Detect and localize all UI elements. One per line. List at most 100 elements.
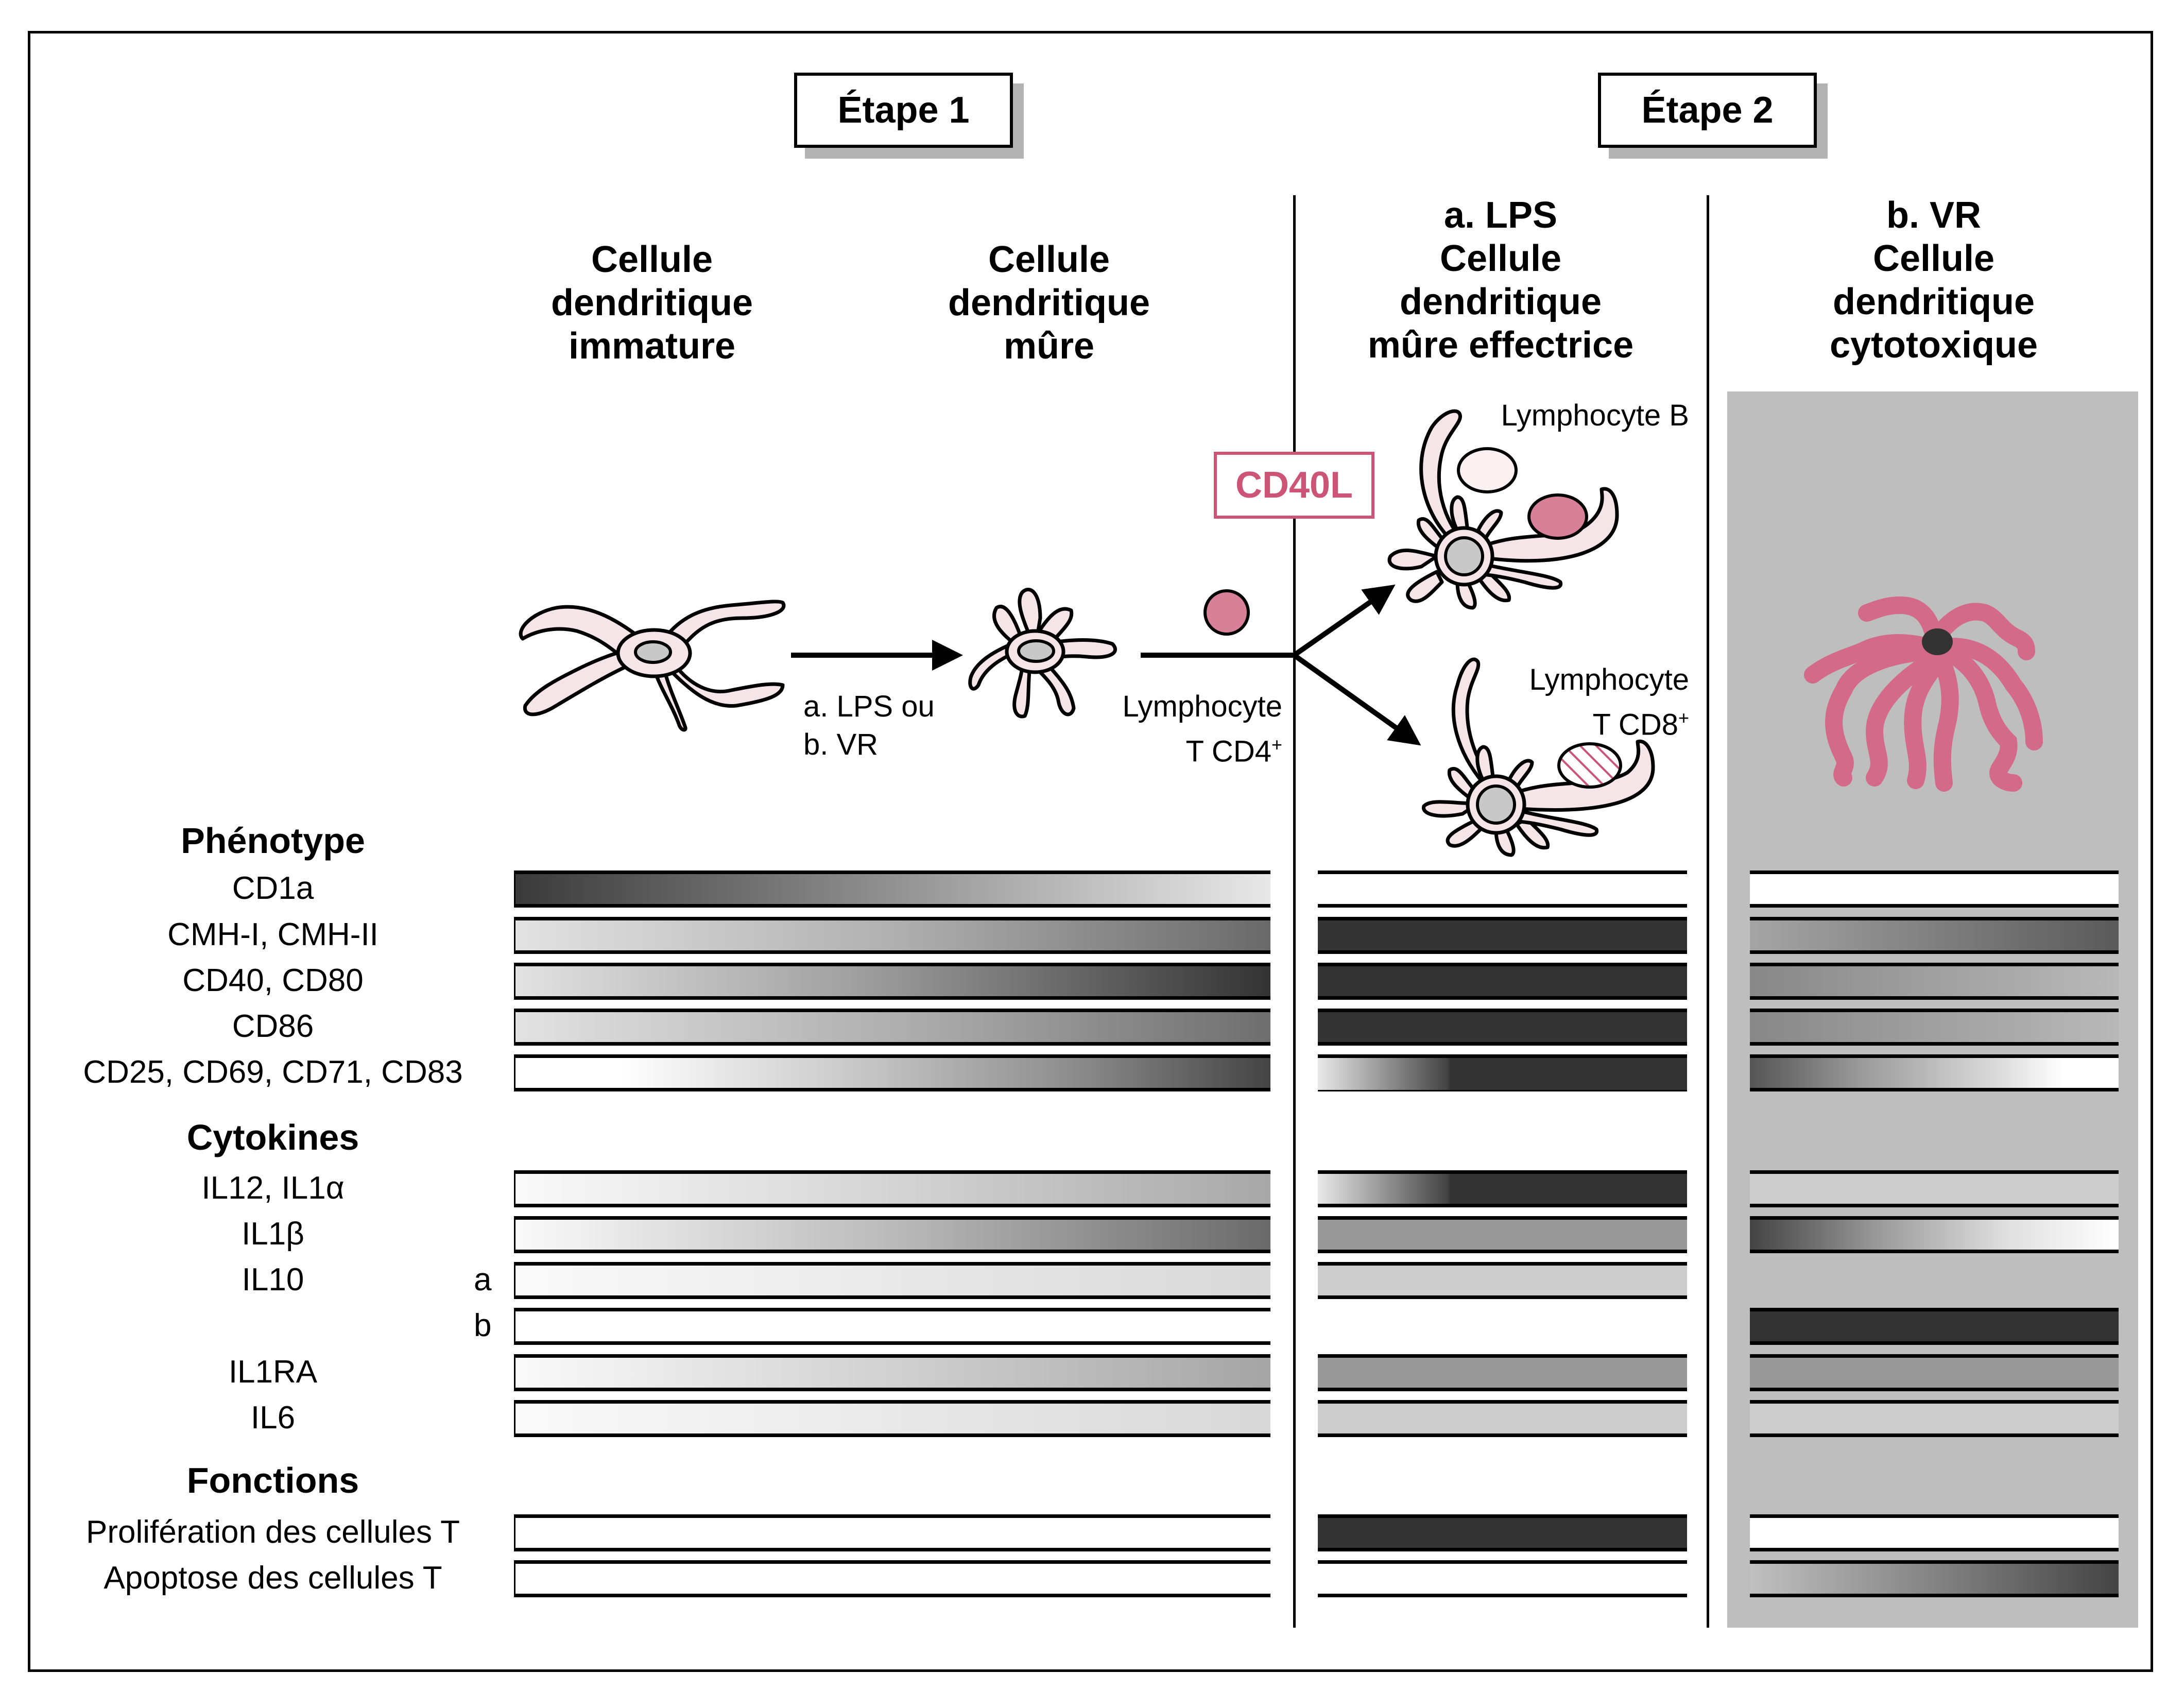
row-label-proliferation: Prolifération des cellules T <box>86 1514 460 1550</box>
title-line: Cellule <box>988 239 1110 280</box>
bar-apoptose-vr <box>1750 1560 2119 1597</box>
title-line: Cellule <box>1439 238 1562 279</box>
immature-dendritic-cell-icon <box>519 600 786 732</box>
bar-cd25-lps <box>1318 1054 1687 1091</box>
bar-il1b-stage1 <box>514 1216 1270 1253</box>
row-label-apoptose: Apoptose des cellules T <box>104 1560 442 1596</box>
section-title-cytokines: Cytokines <box>186 1117 359 1157</box>
cd40l-label: CD40L <box>1235 465 1353 506</box>
cd8-label-line2: T CD8 <box>1592 708 1678 742</box>
cd40l-box: CD40L <box>1214 452 1374 519</box>
cd4-superscript: + <box>1271 734 1282 755</box>
stage-2-box: Étape 2 <box>1598 73 1817 148</box>
lymphocyte-b-activated-icon <box>1527 493 1588 540</box>
section-title-fonctions: Fonctions <box>186 1460 359 1500</box>
column-title-immature: Cellule dendritique immature <box>446 238 858 368</box>
arrow-to-cd8-icon <box>1293 653 1421 746</box>
bar-proliferation-vr <box>1750 1514 2119 1551</box>
lymphocyte-b-label: Lymphocyte B <box>1501 399 1689 432</box>
row-label-il1b: IL1β <box>242 1216 304 1252</box>
bar-cmh-stage1 <box>514 917 1270 954</box>
bar-il1b-vr <box>1750 1216 2119 1253</box>
bar-proliferation-stage1 <box>514 1514 1270 1551</box>
stimulus-lps: a. LPS ou <box>803 690 935 723</box>
row-label-il10: IL10 <box>242 1262 304 1298</box>
figure-frame <box>28 31 2153 1672</box>
title-line: a. LPS <box>1443 195 1558 236</box>
row-label-il6: IL6 <box>250 1400 296 1436</box>
row-sublabel-il10-a: a <box>474 1262 492 1298</box>
section-title-phenotype: Phénotype <box>181 821 365 861</box>
bar-il1b-lps <box>1318 1216 1687 1253</box>
cd8-lymphocyte-icon <box>1557 742 1622 789</box>
cd4-lymphocyte-icon <box>1203 589 1250 636</box>
bar-cd25-vr <box>1750 1054 2119 1091</box>
bar-proliferation-lps <box>1318 1514 1687 1551</box>
bar-il6-lps <box>1318 1400 1687 1437</box>
title-line: Cellule <box>1872 238 1995 279</box>
bar-il12-lps <box>1318 1170 1687 1207</box>
bar-il12-vr <box>1750 1170 2119 1207</box>
arrow-to-lps-icon <box>1293 584 1396 658</box>
bar-il10a-stage1 <box>514 1262 1270 1299</box>
bar-il1ra-vr <box>1750 1354 2119 1391</box>
row-label-il12-il1a: IL12, IL1α <box>201 1170 345 1206</box>
bar-cd40-lps <box>1318 963 1687 1000</box>
title-line: mûre <box>1003 326 1095 367</box>
bar-il10a-lps <box>1318 1262 1687 1299</box>
bar-apoptose-lps <box>1318 1560 1687 1597</box>
divider-lps-vr <box>1707 195 1709 1628</box>
cd8-label: Lymphocyte T CD8+ <box>1483 661 1689 744</box>
bar-il10b-stage1 <box>514 1308 1270 1345</box>
bar-cd1a-lps <box>1318 870 1687 908</box>
cd4-label: Lymphocyte T CD4+ <box>1107 688 1282 771</box>
effector-dendritic-cell-icon <box>1387 409 1619 610</box>
title-line: dendritique <box>551 282 753 323</box>
title-line: Cellule <box>591 239 713 280</box>
column-title-mature: Cellule dendritique mûre <box>843 238 1255 368</box>
lymphocyte-b-resting-icon <box>1457 447 1518 493</box>
title-line: dendritique <box>1833 281 2035 322</box>
row-label-cd40-cd80: CD40, CD80 <box>182 963 364 998</box>
cd4-label-line1: Lymphocyte <box>1122 690 1282 723</box>
stage-1-box: Étape 1 <box>794 73 1013 148</box>
bar-cd40-vr <box>1750 963 2119 1000</box>
bar-cd86-lps <box>1318 1009 1687 1046</box>
title-line: b. VR <box>1886 195 1981 236</box>
bar-il1ra-lps <box>1318 1354 1687 1391</box>
title-line: cytotoxique <box>1829 325 2038 366</box>
bar-apoptose-stage1 <box>514 1560 1270 1597</box>
row-label-cd25-cd83: CD25, CD69, CD71, CD83 <box>83 1054 463 1090</box>
title-line: immature <box>568 326 736 367</box>
cd8-label-line1: Lymphocyte <box>1529 663 1689 696</box>
bar-cd1a-stage1 <box>514 870 1270 908</box>
column-title-vr: b. VR Cellule dendritique cytotoxique <box>1728 194 2140 367</box>
bar-cd86-stage1 <box>514 1009 1270 1046</box>
bar-il6-vr <box>1750 1400 2119 1437</box>
bar-cd86-vr <box>1750 1009 2119 1046</box>
stage-2-label: Étape 2 <box>1641 90 1774 131</box>
mature-dendritic-cell-icon <box>968 588 1117 719</box>
bar-il12-stage1 <box>514 1170 1270 1207</box>
bar-cd25-stage1 <box>514 1054 1270 1091</box>
bar-il10b-vr <box>1750 1308 2119 1345</box>
column-title-lps: a. LPS Cellule dendritique mûre effectri… <box>1295 194 1707 367</box>
cd4-label-line2: T CD4 <box>1185 735 1271 769</box>
title-line: dendritique <box>1400 281 1602 322</box>
bar-cd1a-vr <box>1750 870 2119 908</box>
divider-stage-2 <box>1293 195 1296 1628</box>
row-label-cd1a: CD1a <box>232 870 314 906</box>
bar-cd40-stage1 <box>514 963 1270 1000</box>
stimulus-vr: b. VR <box>803 728 879 761</box>
row-sublabel-il10-b: b <box>474 1308 492 1343</box>
effector-dendritic-cell-cd8-icon <box>1422 657 1655 857</box>
stimuli-label: a. LPS ou b. VR <box>803 688 935 764</box>
row-label-cd86: CD86 <box>232 1009 314 1044</box>
stage-1-label: Étape 1 <box>837 90 970 131</box>
bar-cmh-vr <box>1750 917 2119 954</box>
bar-il6-stage1 <box>514 1400 1270 1437</box>
title-line: mûre effectrice <box>1367 325 1634 366</box>
cd8-superscript: + <box>1678 707 1689 728</box>
bar-il1ra-stage1 <box>514 1354 1270 1391</box>
